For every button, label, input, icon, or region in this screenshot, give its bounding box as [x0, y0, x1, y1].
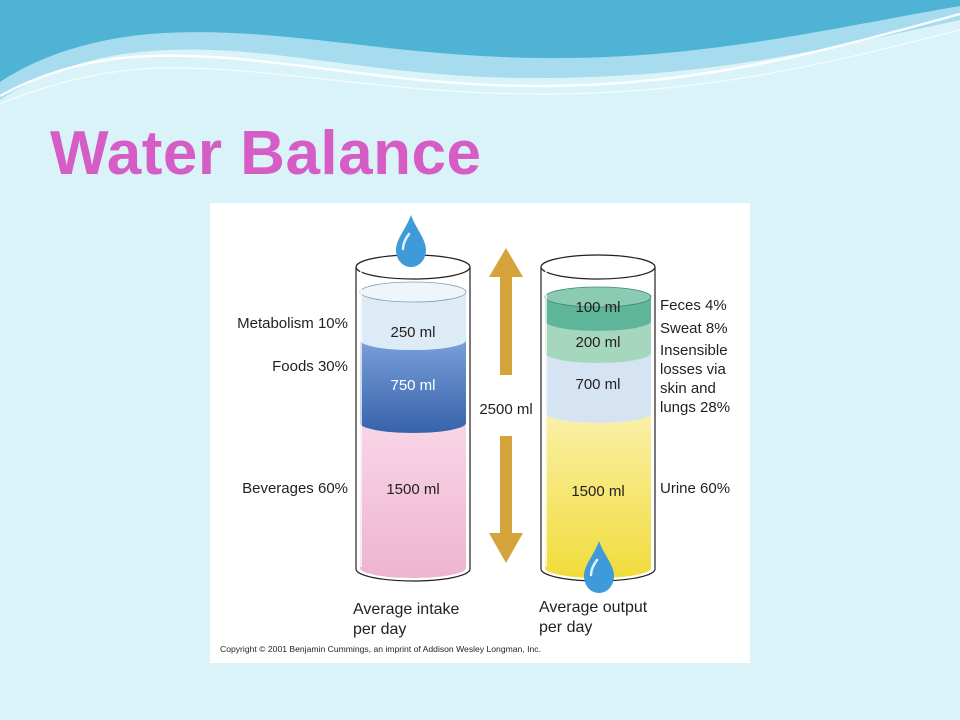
label-urine: Urine 60%: [660, 480, 731, 497]
header-wave-dark: [0, 0, 960, 82]
water-balance-diagram: Metabolism 10% Foods 30% Beverages 60% 2…: [210, 203, 750, 663]
label-sweat: Sweat 8%: [660, 320, 728, 337]
slide-title: Water Balance: [50, 119, 482, 188]
amount-feces: 100 ml: [575, 299, 621, 316]
intake-beverages-layer: [360, 423, 466, 578]
amount-metabolism: 250 ml: [390, 324, 436, 341]
label-metabolism: Metabolism 10%: [237, 315, 348, 332]
amount-sweat: 200 ml: [575, 334, 621, 351]
header-wave-line: [0, 12, 960, 98]
amount-insensible: 700 ml: [575, 376, 621, 393]
output-sweat-layer: [545, 321, 651, 363]
label-insensible-losses: Insensible losses via skin and lungs 28%: [660, 342, 731, 416]
water-drop-top-icon: [396, 215, 426, 267]
label-foods: Foods 30%: [272, 358, 348, 375]
arrow-up-icon: [489, 248, 523, 375]
intake-cylinder: [355, 254, 471, 582]
output-urine-layer: [545, 413, 651, 578]
header-wave-line-2: [0, 29, 960, 105]
output-glass-rim: [540, 254, 656, 280]
water-drop-bottom-icon: [584, 541, 614, 593]
amount-foods: 750 ml: [390, 377, 436, 394]
total-volume: 2500 ml: [479, 401, 533, 418]
intake-liquid-surface: [359, 281, 467, 303]
amount-beverages: 1500 ml: [386, 481, 440, 498]
output-feces-layer: [545, 297, 651, 331]
label-feces: Feces 4%: [660, 297, 727, 314]
intake-glass-outline: [355, 267, 471, 582]
copyright-notice: Copyright © 2001 Benjamin Cummings, an i…: [220, 644, 541, 654]
arrow-down-icon: [489, 436, 523, 563]
caption-output: Average output per day: [539, 599, 648, 636]
label-beverages: Beverages 60%: [242, 480, 348, 497]
amount-urine: 1500 ml: [571, 483, 625, 500]
intake-metabolism-layer: [360, 292, 466, 350]
output-cylinder: [540, 254, 656, 582]
caption-intake: Average intake per day: [353, 601, 460, 638]
output-insensible-layer: [545, 353, 651, 423]
intake-foods-layer: [360, 340, 466, 433]
diagram-graphics: [355, 215, 656, 593]
